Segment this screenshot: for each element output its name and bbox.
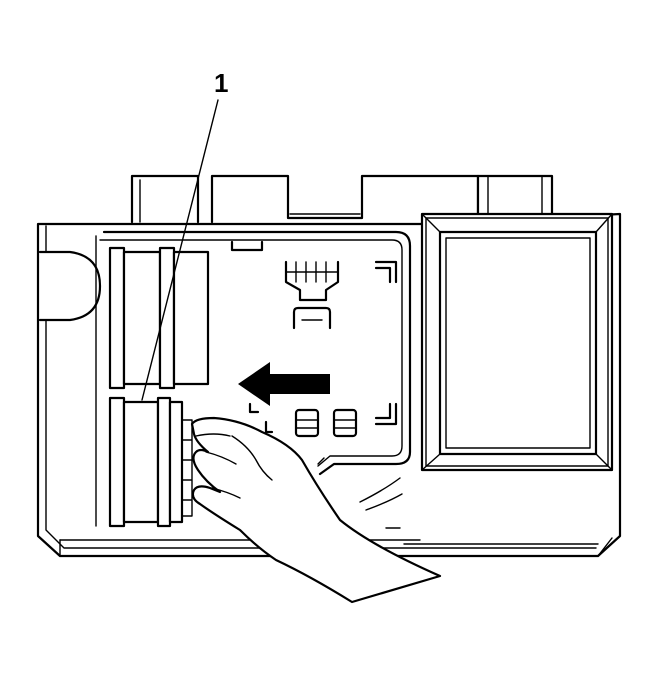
top-connector-bosses [130, 174, 554, 224]
cover-plate [420, 212, 614, 472]
lower-connector [108, 396, 193, 528]
hand-illustration [190, 416, 442, 604]
arrow-left-icon [238, 362, 330, 406]
latch-details [248, 260, 398, 434]
callout-1-leader [141, 99, 219, 401]
callout-label-1: 1 [214, 68, 229, 98]
terminal-slots [294, 408, 358, 438]
connector-cavity [95, 230, 412, 527]
mounting-tab [38, 250, 102, 322]
upper-connector [108, 246, 210, 390]
